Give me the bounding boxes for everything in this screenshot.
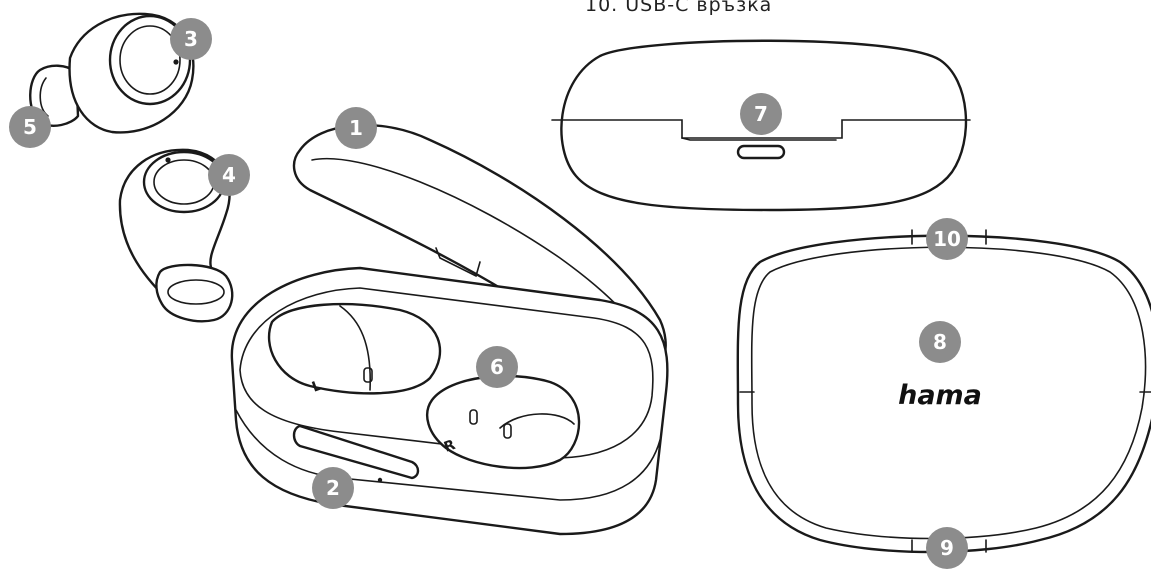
brand-logo: hama <box>898 380 982 411</box>
earbud-right-illustration <box>29 12 195 134</box>
svg-text:5: 5 <box>23 115 37 139</box>
svg-text:8: 8 <box>933 330 947 354</box>
svg-text:6: 6 <box>490 355 504 379</box>
callout-3: 3 <box>170 18 212 60</box>
callout-9: 9 <box>926 527 968 569</box>
callout-8: 8 <box>919 321 961 363</box>
earbud-left-illustration <box>118 148 234 323</box>
callout-6: 6 <box>476 346 518 388</box>
callout-5: 5 <box>9 106 51 148</box>
callout-1: 1 <box>335 107 377 149</box>
svg-text:9: 9 <box>940 536 954 560</box>
charging-case-open-illustration <box>230 123 669 536</box>
svg-text:7: 7 <box>754 102 768 126</box>
svg-text:1: 1 <box>349 116 363 140</box>
callout-4: 4 <box>208 154 250 196</box>
case-top-view-illustration <box>736 229 1151 554</box>
svg-text:2: 2 <box>326 476 340 500</box>
svg-text:4: 4 <box>222 163 236 187</box>
callout-7: 7 <box>740 93 782 135</box>
callout-2: 2 <box>312 467 354 509</box>
callout-10: 10 <box>926 218 968 260</box>
svg-text:10: 10 <box>933 227 961 251</box>
svg-text:3: 3 <box>184 27 198 51</box>
caption-usb-c: 10. USB-C връзка <box>585 0 773 16</box>
